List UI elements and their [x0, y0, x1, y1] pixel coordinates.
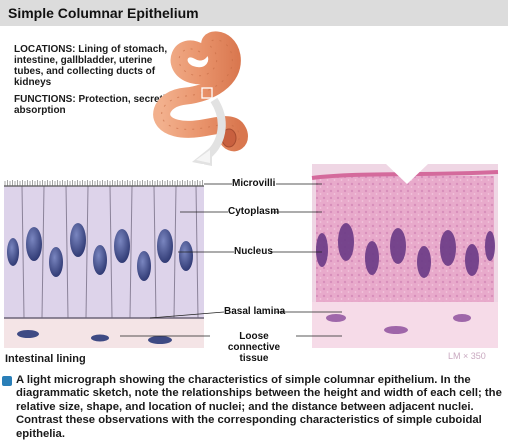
zoom-arrow-icon [192, 97, 226, 166]
label-loose-connective-line2: tissue [239, 353, 269, 364]
header-bar: Simple Columnar Epithelium [0, 0, 508, 26]
locations-value: Lining of stomach, intestine, gallbladde… [14, 44, 168, 88]
info-panel: LOCATIONS: Lining of stomach, intestine,… [14, 44, 184, 122]
label-nucleus: Nucleus [234, 246, 273, 257]
label-basal-lamina: Basal lamina [224, 306, 286, 317]
figure-bullet-icon [2, 376, 12, 386]
label-loose-connective: Loose connective tissue [212, 331, 296, 364]
functions-label: FUNCTIONS: [14, 94, 76, 105]
label-loose-connective-line1: Loose connective [227, 331, 281, 353]
locations-text: LOCATIONS: Lining of stomach, intestine,… [14, 44, 184, 88]
epithelium-sketch [4, 164, 204, 348]
light-micrograph [311, 164, 499, 348]
figure-description: A light micrograph showing the character… [16, 374, 502, 440]
magnification-label: LM × 350 [448, 351, 486, 361]
intestine-icon [153, 31, 248, 152]
functions-text: FUNCTIONS: Protection, secretion, absorp… [14, 94, 184, 116]
functions-value: Protection, secretion, absorption [14, 94, 181, 116]
label-cytoplasm: Cytoplasm [228, 206, 280, 217]
label-microvilli: Microvilli [232, 178, 276, 189]
page-title: Simple Columnar Epithelium [8, 5, 199, 21]
caption-intestinal-lining: Intestinal lining [5, 353, 86, 365]
locations-label: LOCATIONS: [14, 44, 76, 55]
